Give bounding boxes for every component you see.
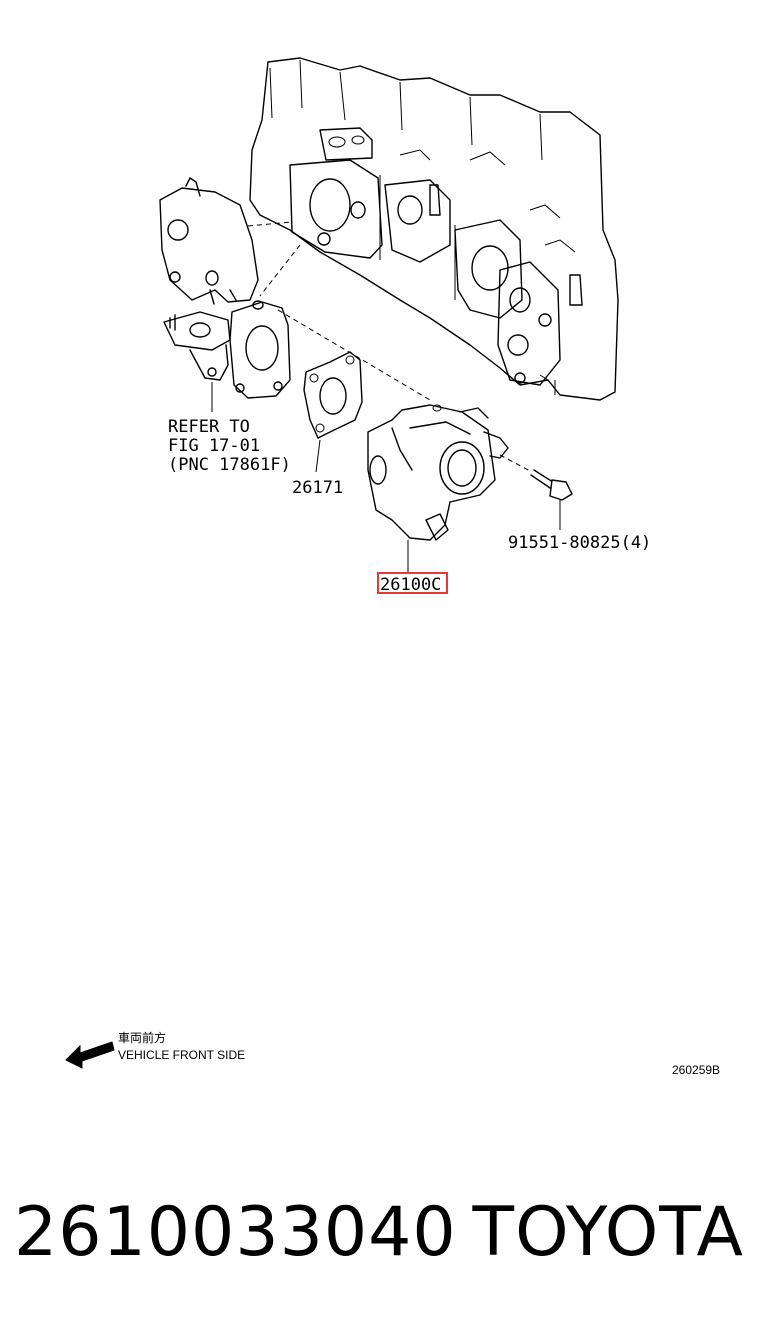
cylinder-head-illustration — [249, 57, 619, 401]
footer: 2610033040 TOYOTA — [0, 1188, 760, 1278]
bolt-part-label[interactable]: 91551-80825(4) — [508, 533, 651, 553]
leader-lines — [211, 382, 561, 572]
footer-part-number: 2610033040 — [14, 1193, 457, 1272]
throttle-body-part-label[interactable]: 26100C — [380, 575, 441, 595]
refer-label-line3: (PNC 17861F) — [168, 455, 291, 475]
gasket-illustration — [303, 351, 363, 439]
throttle-body-illustration — [367, 404, 509, 541]
vehicle-front-arrow-icon — [65, 1041, 115, 1069]
gasket-part-label[interactable]: 26171 — [292, 478, 343, 498]
figure-code-label: 260259B — [672, 1063, 720, 1077]
refer-label-line1: REFER TO — [168, 417, 250, 437]
bolt-illustration — [530, 469, 573, 501]
vehicle-front-jp-label: 車両前方 — [118, 1030, 166, 1045]
vehicle-front-label: VEHICLE FRONT SIDE — [118, 1048, 245, 1062]
intake-bracket-illustration — [159, 177, 259, 381]
refer-label-line2: FIG 17-01 — [168, 436, 260, 456]
alignment-lines — [247, 221, 533, 473]
highlight-box — [377, 572, 448, 594]
flange-plate-illustration — [229, 300, 291, 399]
footer-brand: TOYOTA — [472, 1193, 744, 1272]
